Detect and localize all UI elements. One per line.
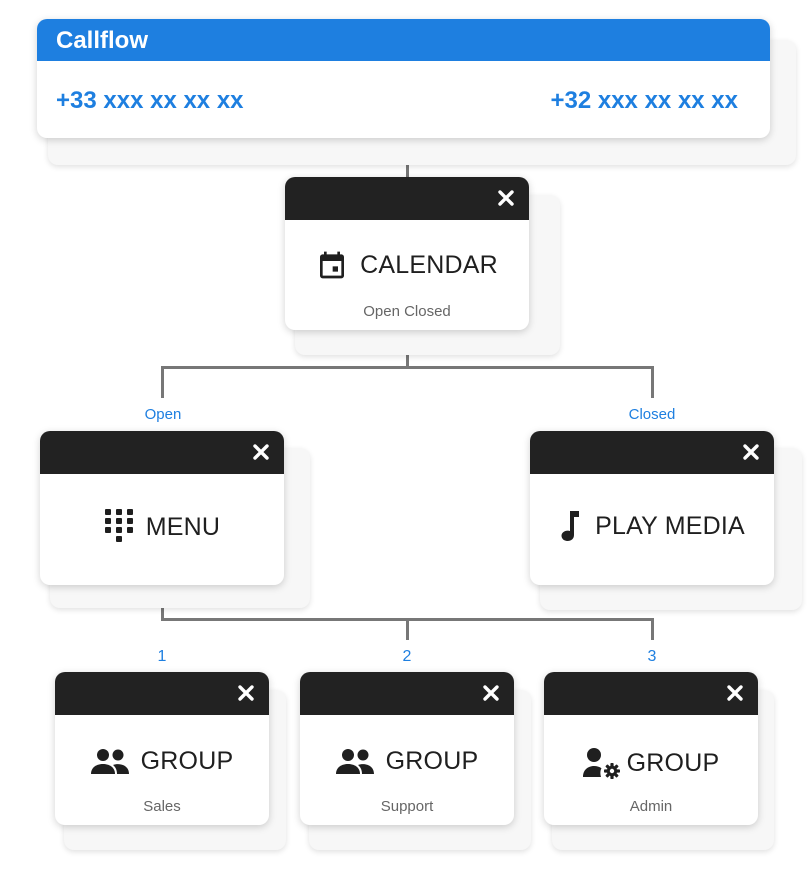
- group-sales-node-bar: [55, 672, 269, 715]
- branch-label-closed: Closed: [628, 406, 676, 423]
- close-icon[interactable]: [251, 442, 271, 462]
- option-key-2: 2: [402, 648, 412, 665]
- menu-title: MENU: [145, 512, 221, 541]
- phone-number-be[interactable]: +32 xxx xx xx xx: [550, 87, 738, 114]
- connector-option-3: [651, 618, 654, 640]
- group-admin-title: GROUP: [626, 748, 720, 777]
- close-icon[interactable]: [481, 683, 501, 703]
- menu-node-bar: [40, 431, 284, 474]
- group-support-node[interactable]: GROUP Support: [300, 672, 514, 825]
- connector-branch-horizontal: [161, 366, 654, 369]
- connector-branch-closed: [651, 366, 654, 398]
- play-media-title: PLAY MEDIA: [595, 511, 745, 540]
- phone-number-fr[interactable]: +33 xxx xx xx xx: [56, 87, 244, 114]
- group-support-node-bar: [300, 672, 514, 715]
- calendar-node[interactable]: CALENDAR Open Closed: [285, 177, 529, 330]
- group-sales-title: GROUP: [140, 747, 234, 775]
- menu-node[interactable]: MENU: [40, 431, 284, 585]
- play-media-node-bar: [530, 431, 774, 474]
- play-media-node[interactable]: PLAY MEDIA: [530, 431, 774, 585]
- calendar-node-bar: [285, 177, 529, 220]
- branch-label-open: Open: [144, 406, 182, 423]
- dialpad-icon: [104, 509, 133, 542]
- music-note-icon: [561, 511, 580, 541]
- callflow-title: Callflow: [37, 19, 770, 61]
- connector-option-2: [406, 618, 409, 640]
- close-icon[interactable]: [741, 442, 761, 462]
- group-icon: [90, 748, 129, 774]
- group-admin-subtitle: Admin: [629, 798, 673, 815]
- option-key-1: 1: [157, 648, 167, 665]
- group-support-subtitle: Support: [380, 798, 434, 815]
- group-admin-node-bar: [544, 672, 758, 715]
- close-icon[interactable]: [496, 188, 516, 208]
- group-icon: [335, 748, 374, 774]
- option-key-3: 3: [647, 648, 657, 665]
- calendar-title: CALENDAR: [360, 250, 498, 279]
- callflow-header-card[interactable]: Callflow +33 xxx xx xx xx +32 xxx xx xx …: [37, 19, 770, 138]
- group-sales-subtitle: Sales: [143, 798, 181, 815]
- group-admin-node[interactable]: GROUP Admin: [544, 672, 758, 825]
- calendar-subtitle: Open Closed: [363, 303, 451, 320]
- calendar-icon: [320, 251, 345, 279]
- close-icon[interactable]: [236, 683, 256, 703]
- user-settings-icon: [582, 748, 620, 779]
- close-icon[interactable]: [725, 683, 745, 703]
- connector-branch-open: [161, 366, 164, 398]
- group-support-title: GROUP: [385, 747, 479, 775]
- group-sales-node[interactable]: GROUP Sales: [55, 672, 269, 825]
